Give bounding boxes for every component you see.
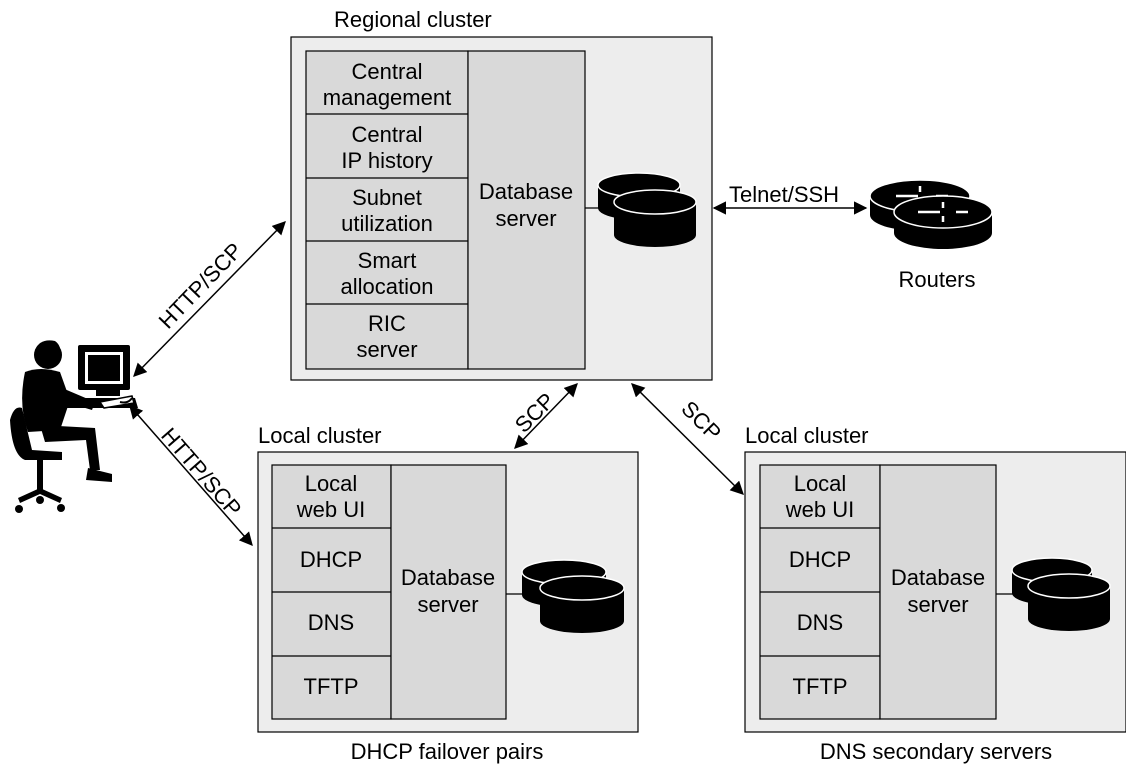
link-user-local-label: HTTP/SCP xyxy=(156,423,246,522)
module-label-line2: allocation xyxy=(341,274,434,299)
link-regional-local-left-label: SCP xyxy=(510,388,560,438)
module-label-line2: server xyxy=(356,337,417,362)
regional-module-3: Subnet utilization xyxy=(341,185,433,236)
module-label-line2: utilization xyxy=(341,211,433,236)
local-left-module-dhcp: DHCP xyxy=(300,547,362,572)
module-label-line2: web UI xyxy=(785,497,854,522)
local-left-database-storage-icon xyxy=(521,559,625,633)
database-server-label-line2: server xyxy=(495,206,556,231)
routers-label: Routers xyxy=(898,267,975,292)
link-regional-local-right-label: SCP xyxy=(676,396,726,446)
database-server-label-line1: Database xyxy=(479,179,573,204)
link-regional-local-left xyxy=(514,383,578,449)
database-server-label-line2: server xyxy=(417,592,478,617)
local-cluster-left-title: Local cluster xyxy=(258,423,382,448)
link-user-regional xyxy=(133,221,286,377)
module-label-line2: management xyxy=(323,85,451,110)
module-label-line1: Local xyxy=(305,471,358,496)
local-right-database-storage-icon xyxy=(1011,557,1111,631)
link-regional-local-right xyxy=(631,383,744,495)
database-server-label-line2: server xyxy=(907,592,968,617)
module-label-line1: Central xyxy=(352,59,423,84)
local-cluster-right: Local cluster Local web UI DHCP DNS TFTP… xyxy=(744,423,1126,764)
local-cluster-left: Local cluster Local web UI DHCP DNS TFTP… xyxy=(257,423,639,764)
module-label-line2: web UI xyxy=(296,497,365,522)
database-server-label-line1: Database xyxy=(891,565,985,590)
regional-module-5: RIC server xyxy=(356,311,417,362)
local-right-module-tftp: TFTP xyxy=(793,674,848,699)
link-user-regional-label: HTTP/SCP xyxy=(154,238,248,334)
local-cluster-right-caption: DNS secondary servers xyxy=(820,739,1052,764)
routers: Routers xyxy=(869,179,993,292)
local-right-module-dhcp: DHCP xyxy=(789,547,851,572)
regional-database-server xyxy=(467,50,586,370)
link-regional-routers-label: Telnet/SSH xyxy=(729,182,839,207)
local-left-database-server xyxy=(390,464,507,720)
regional-module-2: Central IP history xyxy=(341,122,432,173)
database-server-label-line1: Database xyxy=(401,565,495,590)
module-label-line1: Subnet xyxy=(352,185,422,210)
module-label-line1: Central xyxy=(352,122,423,147)
local-cluster-right-title: Local cluster xyxy=(745,423,869,448)
local-left-module-web-ui: Local web UI xyxy=(296,471,365,522)
link-user-local xyxy=(129,404,253,547)
module-label-line1: Local xyxy=(794,471,847,496)
regional-cluster-title: Regional cluster xyxy=(334,7,492,32)
module-label-line1: Smart xyxy=(358,248,417,273)
local-right-database-server xyxy=(879,464,997,720)
regional-modules-column xyxy=(305,50,469,370)
local-left-module-tftp: TFTP xyxy=(304,674,359,699)
module-label-line1: RIC xyxy=(368,311,406,336)
user-workstation-icon xyxy=(10,340,138,513)
regional-module-4: Smart allocation xyxy=(341,248,434,299)
local-left-module-dns: DNS xyxy=(308,610,354,635)
local-right-module-dns: DNS xyxy=(797,610,843,635)
local-right-module-web-ui: Local web UI xyxy=(785,471,854,522)
router-icon xyxy=(893,195,993,249)
local-cluster-left-caption: DHCP failover pairs xyxy=(351,739,544,764)
regional-cluster: Regional cluster Central management Cent… xyxy=(290,7,713,381)
regional-module-1: Central management xyxy=(323,59,451,110)
regional-database-storage-icon xyxy=(597,172,697,247)
module-label-line2: IP history xyxy=(341,148,432,173)
